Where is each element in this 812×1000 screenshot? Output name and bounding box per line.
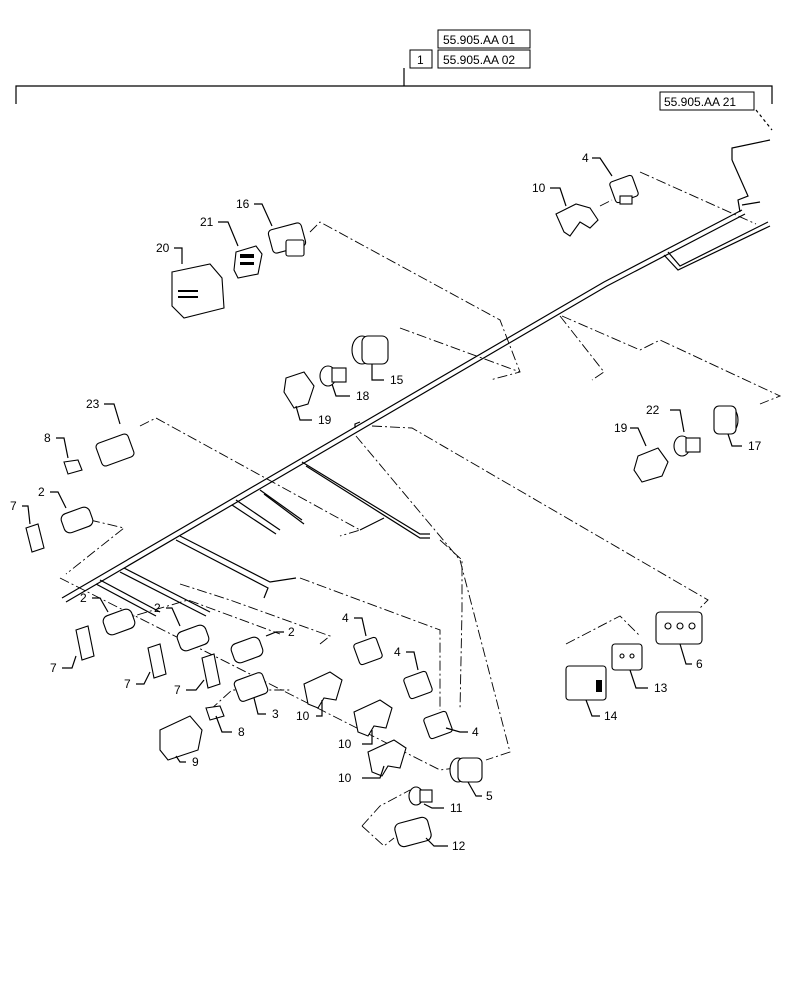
part-3 [233, 672, 269, 702]
part-2-c [230, 636, 264, 664]
callout-15: 15 [390, 373, 404, 387]
callout-7-c: 7 [174, 683, 181, 697]
harness-trunk [61, 139, 771, 617]
part-7-left [25, 523, 45, 553]
callout-18: 18 [356, 389, 370, 403]
part-14 [565, 665, 607, 701]
callout-7-a: 7 [50, 661, 57, 675]
qty-box [409, 49, 433, 69]
part-18 [319, 365, 347, 387]
callout-19-right: 19 [614, 421, 628, 435]
part-8-left [63, 459, 83, 475]
callout-2-c: 2 [288, 625, 295, 639]
part-19-upper [283, 371, 315, 409]
callout-2-b: 2 [154, 601, 161, 615]
part-22 [673, 435, 701, 457]
callouts: 4 10 16 21 20 15 18 19 22 19 17 23 [10, 151, 762, 853]
reference-01: 55.905.AA 01 [443, 33, 515, 47]
part-2-left [60, 506, 94, 534]
part-11 [408, 786, 433, 806]
callout-2-left: 2 [38, 485, 45, 499]
callout-4-c: 4 [472, 725, 479, 739]
part-16 [267, 222, 307, 257]
bracket-line [15, 85, 773, 104]
callout-19-upper: 19 [318, 413, 332, 427]
callout-4-top: 4 [582, 151, 589, 165]
part-23 [95, 433, 135, 467]
callout-22: 22 [646, 403, 660, 417]
connector-parts [25, 174, 739, 848]
callout-11: 11 [450, 801, 463, 815]
leader-lines [59, 171, 782, 847]
callout-12: 12 [452, 839, 466, 853]
part-19-right [633, 447, 669, 483]
callout-2-a: 2 [80, 591, 87, 605]
callout-4-a: 4 [342, 611, 349, 625]
callout-9: 9 [192, 755, 199, 769]
callout-7-b: 7 [124, 677, 131, 691]
part-4-top [609, 174, 639, 205]
part-12 [394, 816, 432, 848]
part-6 [655, 611, 703, 645]
reference-group: 55.905.AA 01 55.905.AA 02 1 55.905.AA 21 [15, 29, 773, 131]
part-2-b [176, 624, 210, 652]
part-7-b [147, 643, 167, 679]
callout-16: 16 [236, 197, 250, 211]
reference-box-21 [659, 91, 755, 111]
part-2-a [102, 608, 136, 636]
quantity: 1 [417, 53, 424, 67]
part-13 [611, 643, 643, 671]
callout-23: 23 [86, 397, 100, 411]
part-17 [713, 405, 739, 435]
callout-20: 20 [156, 241, 170, 255]
callout-17: 17 [748, 439, 762, 453]
callout-21: 21 [200, 215, 214, 229]
callout-8-lower: 8 [238, 725, 245, 739]
reference-box-01 [437, 29, 531, 49]
reference-harness: 55.905.AA 21 [664, 95, 736, 109]
callout-3: 3 [272, 707, 279, 721]
callout-8-left: 8 [44, 431, 51, 445]
part-10-top [555, 203, 599, 237]
callout-13: 13 [654, 681, 668, 695]
part-10-a [303, 671, 343, 709]
part-9 [159, 715, 203, 761]
reference-box-02 [437, 49, 531, 69]
part-7-c [201, 653, 221, 689]
callout-6: 6 [696, 657, 703, 671]
part-4-c [423, 710, 453, 740]
reference-02: 55.905.AA 02 [443, 53, 515, 67]
callout-5: 5 [486, 789, 493, 803]
callout-10-b: 10 [338, 737, 352, 751]
part-4-a [353, 636, 383, 666]
part-10-c [367, 739, 407, 777]
callout-10-c: 10 [338, 771, 352, 785]
callout-10-a: 10 [296, 709, 310, 723]
callout-4-b: 4 [394, 645, 401, 659]
part-5 [449, 757, 483, 783]
callout-10-top: 10 [532, 181, 546, 195]
callout-14: 14 [604, 709, 618, 723]
part-8-lower [205, 705, 225, 721]
callout-7-left: 7 [10, 499, 17, 513]
part-20 [171, 263, 225, 319]
part-21 [233, 245, 263, 279]
part-15 [351, 335, 389, 365]
part-7-a [75, 625, 95, 661]
part-10-b [353, 699, 393, 737]
part-4-b [403, 670, 433, 700]
